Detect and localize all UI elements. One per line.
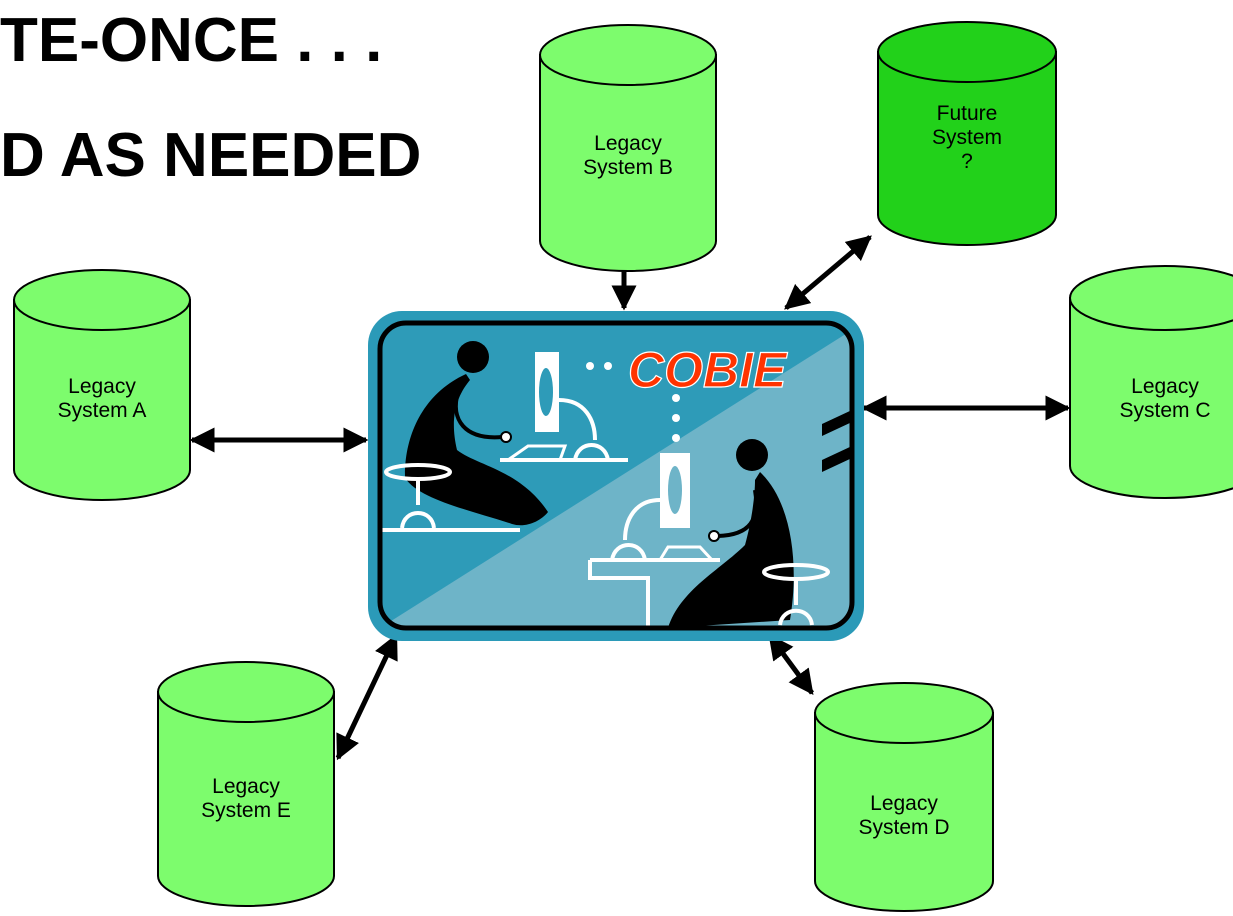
heading-line-1: TE-ONCE . . . — [0, 6, 383, 75]
system-future-label-line: ? — [961, 150, 973, 173]
cobie-label: COBIE — [628, 342, 788, 398]
cobie-hub: COBIE — [368, 311, 864, 641]
cylinder-body — [877, 51, 1057, 246]
cylinder-top — [814, 682, 994, 744]
system-b-label-line: System B — [583, 156, 673, 179]
cylinder-body — [1069, 297, 1233, 499]
cylinder-body — [814, 712, 994, 912]
cylinder-top — [539, 24, 717, 86]
hub-edge-mark-2 — [822, 446, 852, 472]
hub-inner-border — [377, 320, 855, 631]
cylinder-top — [1069, 265, 1233, 331]
cylinder-body — [157, 691, 335, 907]
system-e-label-line: Legacy — [212, 775, 280, 798]
hub-dark-panel — [380, 323, 852, 628]
system-c-label-line: System C — [1119, 399, 1210, 422]
system-a-label-line: Legacy — [68, 375, 136, 398]
system-future-label-line: Future — [937, 102, 998, 125]
cylinder-top — [877, 21, 1057, 83]
system-c-label-line: Legacy — [1131, 375, 1199, 398]
cylinder-body — [539, 54, 717, 272]
connector-system-e — [335, 633, 399, 761]
system-a-label-line: System A — [58, 399, 147, 422]
person-at-computer-icon-2 — [588, 439, 830, 628]
system-d-label-line: Legacy — [870, 792, 938, 815]
system-b-label-line: Legacy — [594, 132, 662, 155]
cylinder-body — [13, 299, 191, 501]
cylinder-top — [13, 269, 191, 331]
system-future-label-line: System — [932, 126, 1002, 149]
system-d-label-line: System D — [858, 816, 949, 839]
connector-system-d — [767, 633, 815, 696]
connector-future-system — [784, 235, 872, 310]
person-at-computer-icon — [380, 341, 680, 532]
hub-edge-mark — [822, 410, 852, 436]
system-e-label-line: System E — [201, 799, 291, 822]
heading-line-2: D AS NEEDED — [0, 121, 422, 190]
cylinder-top — [157, 661, 335, 723]
